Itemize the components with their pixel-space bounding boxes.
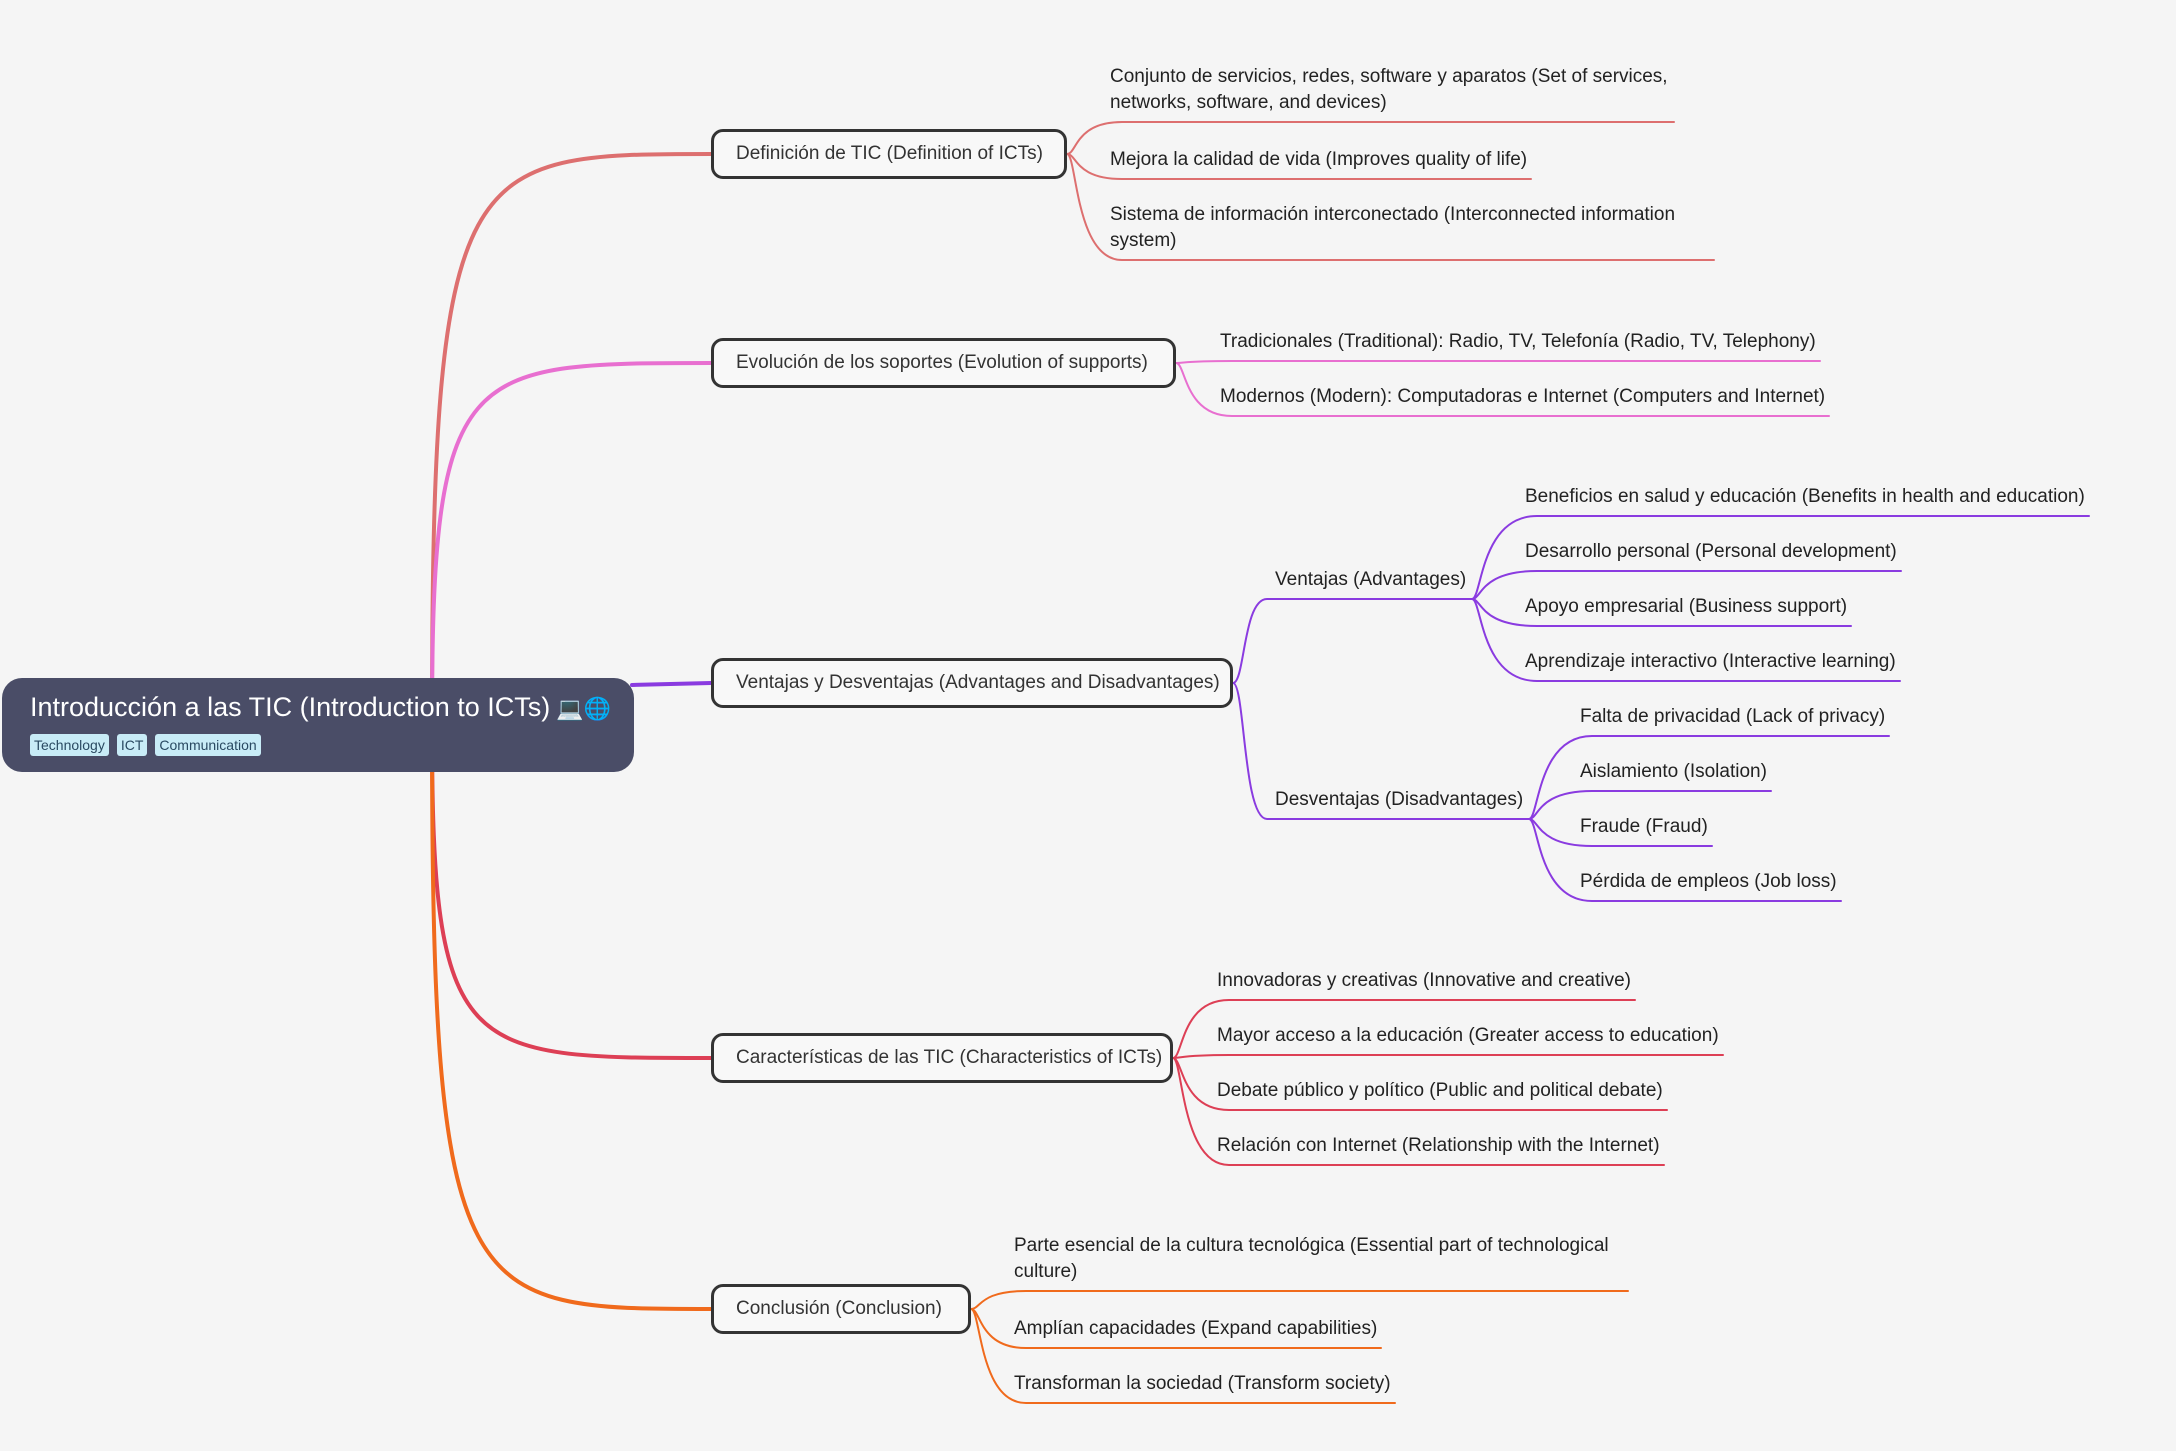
root-connector-b4	[430, 723, 713, 1311]
branch-evolucion[interactable]: Evolución de los soportes (Evolution of …	[711, 338, 1176, 388]
root-title: Introducción a las TIC (Introduction to …	[30, 692, 551, 722]
leaf-connector-ld-0	[1528, 735, 1890, 820]
leaf-connector-l0-1	[1066, 153, 1532, 180]
leaf-connector-l1-1	[1175, 362, 1830, 417]
group-ventajas[interactable]: Ventajas (Advantages)	[1275, 569, 1467, 590]
root-connector-b2	[630, 681, 713, 687]
root-connector-b3	[430, 723, 713, 1060]
leaf-sistema-informacion[interactable]: Sistema de información interconectado (I…	[1110, 204, 1676, 251]
branch-caracteristicas[interactable]: Características de las TIC (Characterist…	[711, 1033, 1173, 1083]
root-tags: Technology ICT Communication	[30, 734, 634, 756]
leaf-connector-l4-0	[970, 1290, 1629, 1310]
leaf-connector-ld-1	[1528, 790, 1772, 820]
tag-ict[interactable]: ICT	[116, 734, 148, 756]
leaf-connector-lv-1	[1471, 570, 1902, 600]
leaf-mejora-calidad[interactable]: Mejora la calidad de vida (Improves qual…	[1110, 149, 1528, 170]
leaf-parte-esencial[interactable]: Parte esencial de la cultura tecnológica…	[1014, 1235, 1609, 1282]
leaf-apoyo-empresarial[interactable]: Apoyo empresarial (Business support)	[1525, 596, 1848, 617]
root-connector-b1	[430, 361, 713, 727]
root-node[interactable]: Introducción a las TIC (Introduction to …	[2, 678, 634, 772]
leaf-modernos[interactable]: Modernos (Modern): Computadoras e Intern…	[1220, 386, 1826, 407]
leaf-connector-l0-0	[1066, 121, 1675, 155]
leaf-perdida-empleos[interactable]: Pérdida de empleos (Job loss)	[1580, 871, 1837, 892]
leaf-connector-lv-0	[1471, 515, 2090, 600]
leaf-connector-l4-2	[970, 1308, 1396, 1404]
leaf-tradicionales[interactable]: Tradicionales (Traditional): Radio, TV, …	[1220, 331, 1816, 352]
tag-communication[interactable]: Communication	[155, 734, 261, 756]
leaf-aprendizaje-interactivo[interactable]: Aprendizaje interactivo (Interactive lea…	[1525, 651, 1896, 672]
branch-ventajas-desventajas[interactable]: Ventajas y Desventajas (Advantages and D…	[711, 658, 1233, 708]
branch-definicion[interactable]: Definición de TIC (Definition of ICTs)	[711, 129, 1067, 179]
root-title-row: Introducción a las TIC (Introduction to …	[30, 688, 634, 728]
computer-globe-icon: 💻🌐	[556, 696, 612, 721]
leaf-aislamiento[interactable]: Aislamiento (Isolation)	[1580, 761, 1767, 782]
leaf-connector-l3-0	[1172, 999, 1636, 1059]
leaf-connector-ld-3	[1528, 818, 1842, 902]
leaf-conjunto-servicios[interactable]: Conjunto de servicios, redes, software y…	[1110, 66, 1668, 113]
leaf-connector-lv-3	[1471, 598, 1901, 682]
root-connector-b0	[430, 152, 713, 727]
leaf-innovadoras[interactable]: Innovadoras y creativas (Innovative and …	[1217, 970, 1631, 991]
leaf-desarrollo-personal[interactable]: Desarrollo personal (Personal developmen…	[1525, 541, 1897, 562]
leaf-transforman-sociedad[interactable]: Transforman la sociedad (Transform socie…	[1014, 1373, 1391, 1394]
group-connector-g1	[1232, 682, 1530, 820]
leaf-fraude[interactable]: Fraude (Fraud)	[1580, 816, 1708, 837]
leaf-falta-privacidad[interactable]: Falta de privacidad (Lack of privacy)	[1580, 706, 1886, 727]
leaf-relacion-internet[interactable]: Relación con Internet (Relationship with…	[1217, 1135, 1660, 1156]
leaf-amplian-capacidades[interactable]: Amplían capacidades (Expand capabilities…	[1014, 1318, 1378, 1339]
leaf-mayor-acceso[interactable]: Mayor acceso a la educación (Greater acc…	[1217, 1025, 1719, 1046]
leaf-connector-l1-0	[1175, 360, 1821, 364]
leaf-connector-ld-2	[1528, 818, 1713, 847]
tag-technology[interactable]: Technology	[30, 734, 109, 756]
group-connector-g0	[1232, 598, 1473, 684]
branch-conclusion[interactable]: Conclusión (Conclusion)	[711, 1284, 971, 1334]
group-desventajas[interactable]: Desventajas (Disadvantages)	[1275, 789, 1524, 810]
leaf-connector-lv-2	[1471, 598, 1852, 627]
leaf-connector-l3-1	[1172, 1054, 1724, 1059]
leaf-beneficios-salud[interactable]: Beneficios en salud y educación (Benefit…	[1525, 486, 2085, 507]
leaf-connector-l3-3	[1172, 1057, 1665, 1166]
leaf-debate-publico[interactable]: Debate público y político (Public and po…	[1217, 1080, 1663, 1101]
leaf-connector-l0-2	[1066, 153, 1715, 261]
